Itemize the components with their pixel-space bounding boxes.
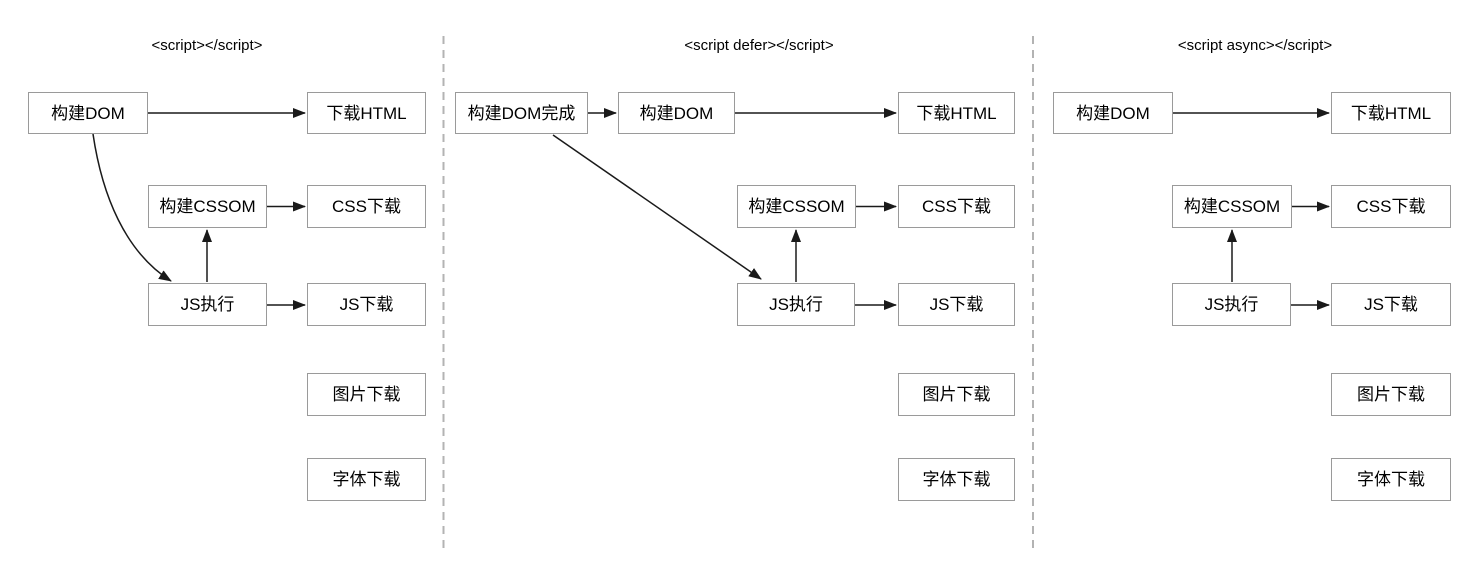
node-download-html: 下载HTML	[1331, 92, 1451, 134]
node-js-download: JS下载	[307, 283, 426, 326]
node-css-download: CSS下载	[1331, 185, 1451, 228]
panel-title: <script async></script>	[1177, 37, 1333, 54]
panel-title: <script></script>	[151, 37, 263, 54]
node-js-download: JS下载	[1331, 283, 1451, 326]
node-css-download: CSS下载	[898, 185, 1015, 228]
node-js-download: JS下载	[898, 283, 1015, 326]
node-build-dom: 构建DOM	[618, 92, 735, 134]
node-js-execute: JS执行	[737, 283, 855, 326]
node-font-download: 字体下载	[1331, 458, 1451, 501]
node-build-dom: 构建DOM	[1053, 92, 1173, 134]
node-image-download: 图片下载	[307, 373, 426, 416]
node-dom-complete: 构建DOM完成	[455, 92, 588, 134]
node-font-download: 字体下载	[898, 458, 1015, 501]
node-image-download: 图片下载	[898, 373, 1015, 416]
panel-title: <script defer></script>	[684, 37, 834, 54]
node-image-download: 图片下载	[1331, 373, 1451, 416]
node-download-html: 下载HTML	[898, 92, 1015, 134]
node-build-dom: 构建DOM	[28, 92, 148, 134]
p1-arrow-curve-build-dom-to-js-execute	[92, 133, 172, 282]
node-js-execute: JS执行	[1172, 283, 1291, 326]
node-js-execute: JS执行	[148, 283, 267, 326]
node-download-html: 下载HTML	[307, 92, 426, 134]
node-build-cssom: 构建CSSOM	[1172, 185, 1292, 228]
node-build-cssom: 构建CSSOM	[148, 185, 267, 228]
node-css-download: CSS下载	[307, 185, 426, 228]
p2-arrow-diagonal-dom-complete-to-js-execute	[552, 134, 762, 280]
node-font-download: 字体下载	[307, 458, 426, 501]
node-build-cssom: 构建CSSOM	[737, 185, 856, 228]
